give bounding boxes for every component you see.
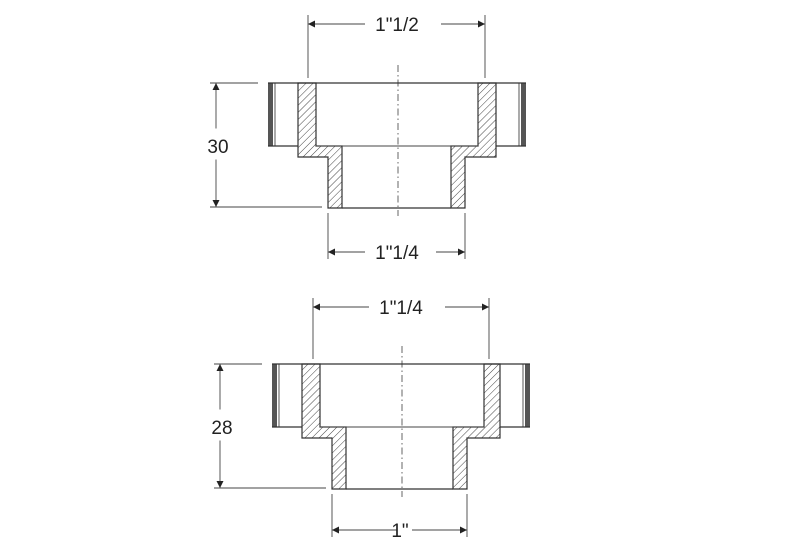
fitting-1-height-label: 30 <box>207 137 228 158</box>
fitting-1-top-diameter-label: 1"1/2 <box>375 15 419 36</box>
fitting-1-bottom-diameter-label: 1"1/4 <box>375 243 419 264</box>
fitting-2-bottom-diameter-label: 1" <box>391 521 408 542</box>
section-wall-right <box>450 82 497 209</box>
thread-left <box>272 364 277 427</box>
thread-left <box>268 83 273 146</box>
thread-right <box>521 83 526 146</box>
fitting-2-drawing: 1"1/4 1" 28 <box>211 298 530 542</box>
fitting-2-height-label: 28 <box>211 418 232 439</box>
section-wall-left <box>301 363 347 490</box>
section-wall-left <box>297 82 343 209</box>
fitting-1-drawing: 1"1/2 1"1/4 30 <box>207 15 526 264</box>
fitting-2-top-diameter-label: 1"1/4 <box>379 298 423 319</box>
thread-right <box>525 364 530 427</box>
section-wall-right <box>452 363 501 490</box>
